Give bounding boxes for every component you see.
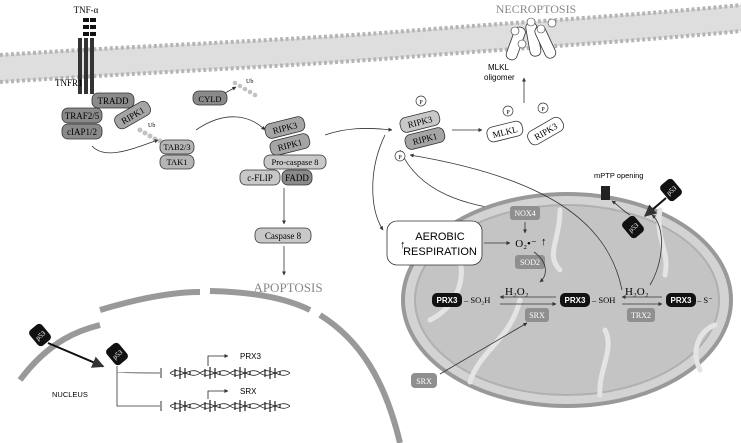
tradd-label: TRADD [98, 96, 129, 106]
trx2 [627, 308, 655, 322]
prx3-so2h [432, 293, 462, 307]
srx-cytosolic-label: SRX [416, 377, 432, 386]
cyld: CYLD Ub [192, 79, 258, 106]
svg-text:P: P [506, 110, 510, 116]
srx-cytosolic [411, 373, 437, 388]
traf-label: TRAF2/5 [65, 111, 100, 121]
caspase8 [254, 227, 312, 244]
nox4 [510, 206, 540, 220]
mlkl-complex: MLKL RIPK3 P P [486, 102, 565, 146]
arrow-complex-i-to-tak [91, 139, 159, 154]
h2o2-right-label: H₂O₂ [625, 286, 649, 298]
prx3-gene-label: PRX3 [240, 352, 261, 361]
repression-srx [116, 372, 160, 407]
prx3-so2h-label: PRX3 [437, 296, 458, 305]
nox4-label: NOX4 [514, 209, 535, 218]
superoxide-up-arrow: ↑ [541, 236, 547, 248]
arrow-srx-import [439, 322, 528, 375]
mlkl-oligomer-label-2: oligomer [484, 73, 515, 82]
arrow-ros-to-ripk1 [409, 153, 623, 291]
mptp-pore [601, 186, 610, 200]
prx3-soh [560, 293, 590, 307]
arrow-to-complex-ii [195, 116, 266, 131]
trx2-label: TRX2 [631, 311, 651, 320]
cyld-label: CYLD [198, 94, 221, 104]
svg-text:P: P [541, 107, 545, 113]
plasma-membrane [0, 3, 741, 84]
aerobic-respiration-box [386, 220, 483, 266]
mlkl-oligomer [505, 17, 557, 61]
p53-nuclear-entry: p53 [29, 323, 51, 347]
tab-label: TAB2/3 [163, 142, 190, 152]
aerobic-up-arrow: ↑ [400, 239, 406, 251]
svg-text:Ub: Ub [246, 79, 253, 85]
p53-mitochondrial: p53 [622, 215, 644, 239]
procasp8-label: Pro-caspase 8 [272, 157, 319, 167]
prx3-thiolate [666, 293, 696, 307]
svg-text:P: P [419, 100, 423, 106]
tnfr1-receptor: TNFR1 [55, 38, 94, 94]
tak-label: TAK1 [166, 157, 187, 167]
complex-i: TRADD TRAF2/5 cIAP1/2 RIPK1 Ub TAB2/3 TA… [61, 92, 195, 170]
necroptosis-label: NECROPTOSIS [496, 2, 576, 16]
repression-prx3 [116, 366, 161, 374]
prx3-soh-label: PRX3 [565, 296, 586, 305]
complex-ii: RIPK3 RIPK1 Pro-caspase 8 c-FLIP FADD [239, 116, 327, 186]
aerobic-label-1: AEROBIC [415, 231, 465, 243]
soh-label: – SOH [591, 295, 615, 305]
aerobic-label-2: RESPIRATION [403, 246, 477, 258]
fadd-label: FADD [285, 173, 309, 183]
prx3-thiolate-label: PRX3 [671, 296, 692, 305]
srx-gene-label: SRX [240, 387, 257, 396]
sod2-label: SOD2 [520, 258, 540, 267]
srx-gene [169, 389, 291, 412]
apoptosis-label: APOPTOSIS [253, 280, 322, 295]
svg-text:P: P [398, 155, 402, 161]
so2h-label: – SO₂H [463, 295, 490, 305]
srx-mito [525, 308, 549, 322]
cflip-label: c-FLIP [247, 173, 273, 183]
s-minus-label: – S⁻ [696, 295, 713, 305]
sod2 [515, 255, 545, 269]
caspase8-label: Caspase 8 [265, 231, 302, 241]
srx-mito-label: SRX [529, 311, 545, 320]
nucleus-label: NUCLEUS [52, 390, 88, 399]
prx3-gene [169, 354, 291, 379]
tnf-alpha-label: TNF-α [74, 5, 99, 15]
arrow-to-aerobic-respiration [372, 134, 386, 231]
tnfr1-label: TNFR1 [55, 78, 83, 88]
svg-text:Ub: Ub [148, 123, 155, 129]
tnf-alpha-ligand: TNF-α [74, 5, 99, 36]
mptp-label: mPTP opening [594, 171, 643, 180]
ubiquitin-chain: Ub [137, 123, 163, 144]
p53-cytosolic: p53 [660, 178, 682, 202]
nucleus-envelope [17, 288, 403, 443]
arrow-to-nox4 [399, 149, 506, 212]
ciap-label: cIAP1/2 [67, 127, 97, 137]
superoxide-label: O₂•⁻ [515, 238, 537, 250]
mlkl-oligomer-label-1: MLKL [488, 63, 509, 72]
arrow-to-necrosome [324, 127, 393, 136]
necrosome: RIPK3 RIPK1 P P [394, 95, 446, 162]
p53-nuclear: p53 [106, 342, 128, 366]
h2o2-left-label: H₂O₂ [505, 286, 529, 298]
